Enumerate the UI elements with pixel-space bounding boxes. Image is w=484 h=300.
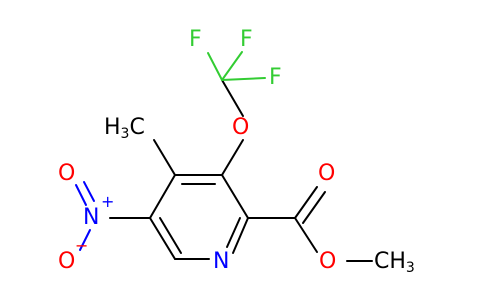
bond-c-o-carbonyl-double [302, 191, 326, 224]
bond-c2-c3 [221, 174, 249, 219]
bond-o-cf3 [221, 79, 244, 117]
bond-c5-c6-double [159, 217, 182, 254]
atom-o-ether: O [232, 115, 249, 140]
atom-methyl-subscript: 3 [121, 126, 130, 142]
bond-n1-c2-double [226, 217, 241, 248]
atom-f-right: F [269, 65, 282, 90]
atom-methyl-ester: CH3 [374, 249, 415, 276]
bond-n-o-top-double [83, 181, 95, 202]
bond-c-o-ester [294, 217, 318, 253]
bond-n-o-top [75, 184, 87, 206]
atom-o-carbonyl: O [318, 161, 335, 186]
atom-f-top: F [240, 27, 253, 52]
nitro-n-charge: + [101, 192, 114, 211]
bond-n1-c2 [232, 217, 249, 254]
atom-n-nitro: N [83, 205, 99, 230]
bond-c3-o [221, 139, 244, 176]
atom-o-nitro-bottom: O [58, 249, 75, 274]
bond-n-o-bottom [79, 229, 91, 251]
atom-methyl: H3C [104, 115, 145, 142]
atom-f-left: F [189, 27, 202, 52]
atom-methyl-ester-ch: CH [374, 249, 406, 274]
bond-cf3-f-right [221, 77, 266, 81]
atom-methyl-h: H [104, 115, 121, 140]
bond-c4-c5 [149, 174, 176, 219]
atom-methyl-c: C [129, 115, 144, 140]
atom-o-ester: O [319, 249, 336, 274]
bond-c5-c6 [149, 217, 176, 260]
bond-c-o-carbonyl [294, 186, 318, 219]
bond-cf3-f-left [207, 52, 223, 81]
bond-cf3-f-top [221, 51, 243, 81]
atom-o-nitro-top: O [58, 161, 75, 186]
nitro-o-charge: − [75, 236, 88, 255]
bond-c4-methyl [153, 139, 176, 176]
atom-methyl-ester-subscript: 3 [406, 260, 415, 276]
atom-n-ring: N [213, 249, 229, 274]
